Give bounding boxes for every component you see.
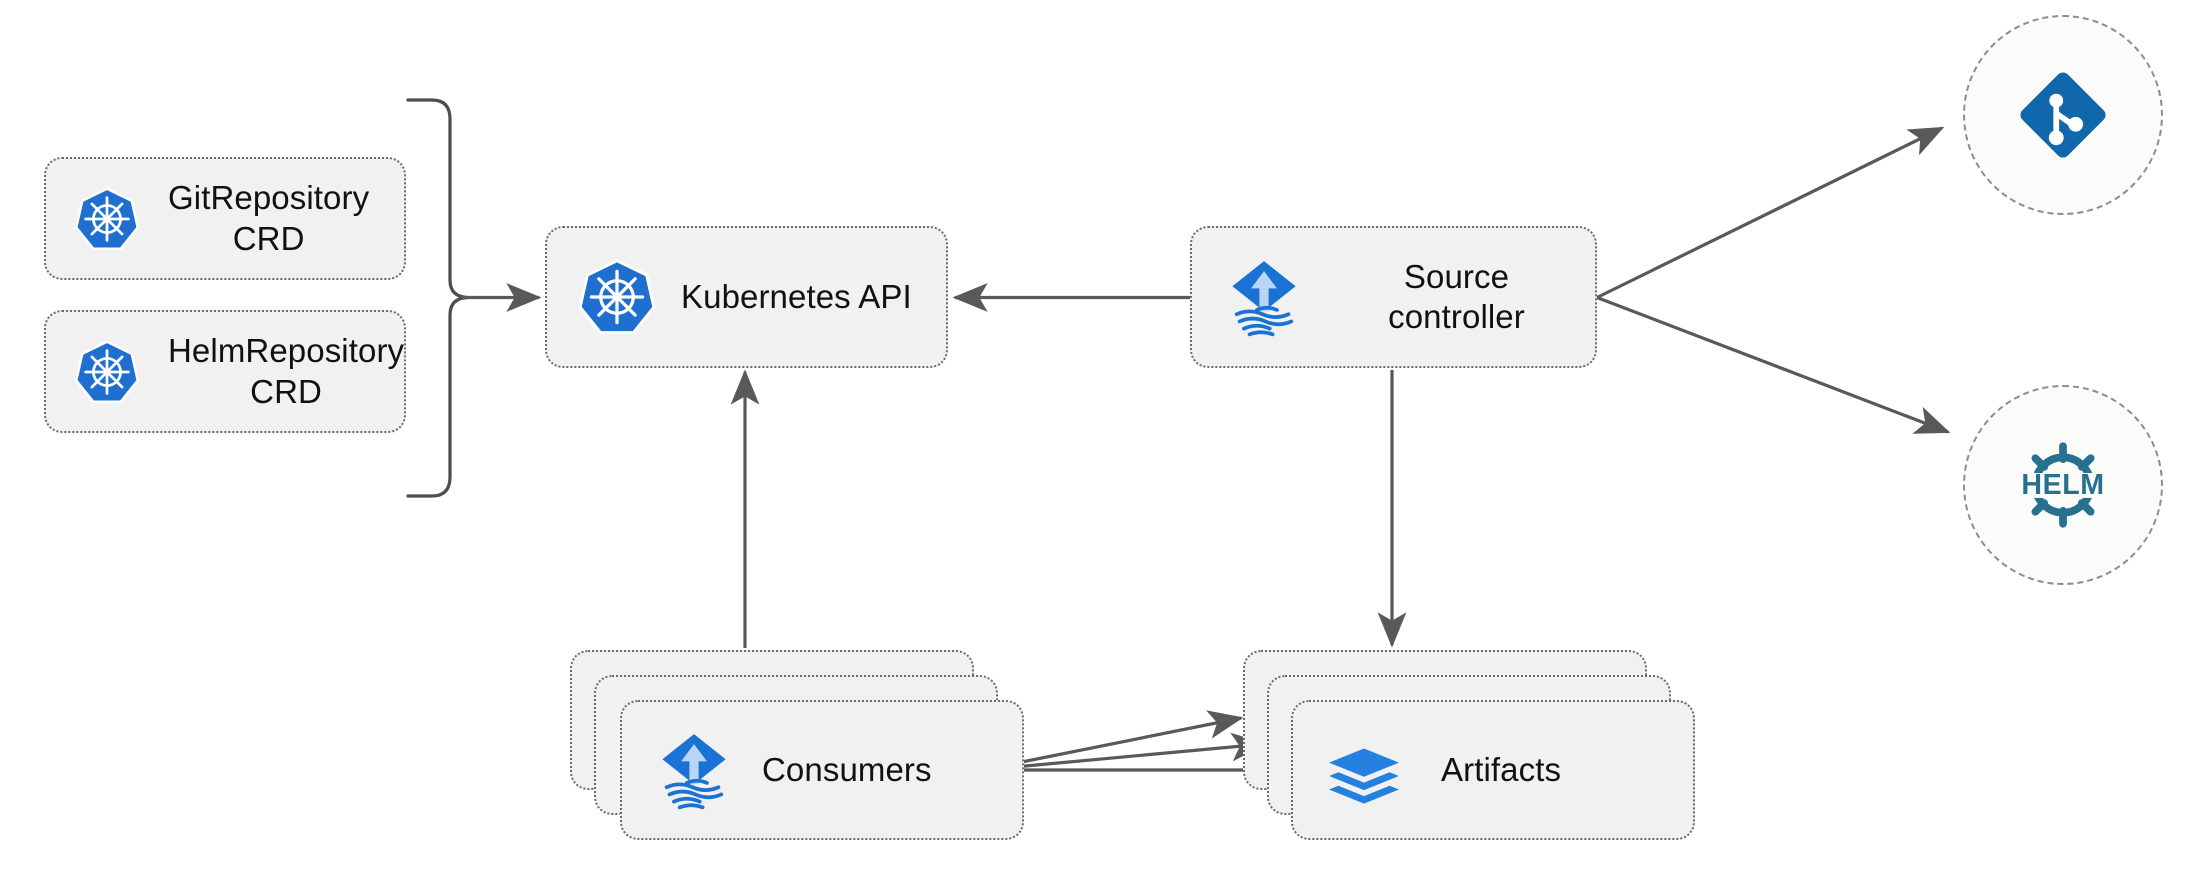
svg-text:HELM: HELM [2021,469,2104,501]
source-controller-label: Source controller [1388,257,1525,335]
consumers-node[interactable]: Consumers [620,700,1024,840]
kubernetes-api-label: Kubernetes API [681,277,912,315]
kubernetes-api-node[interactable]: Kubernetes API [545,226,948,368]
consumers-label: Consumers [762,750,932,788]
helm-external-node[interactable]: HELM [1963,385,2163,585]
artifacts-label: Artifacts [1441,750,1562,788]
git-repository-crd-card[interactable]: GitRepository CRD [44,157,406,280]
artifacts-node[interactable]: Artifacts [1291,700,1695,840]
flux-icon [1218,251,1310,343]
crd-group-bracket [406,98,469,498]
edge-source-to-git [1596,126,1945,299]
kubernetes-icon [575,255,659,339]
edge-consumers-to-artifacts-2 [981,732,1267,772]
git-repository-crd-label: GitRepository CRD [168,179,370,257]
helm-repository-crd-card[interactable]: HelmRepository CRD [44,310,406,433]
edge-source-to-helm [1596,296,1951,434]
git-icon [2009,61,2117,169]
flux-icon [648,724,740,816]
helm-repository-crd-label: HelmRepository CRD [168,332,405,410]
kubernetes-icon [72,337,142,407]
helm-icon: HELM [2004,426,2122,544]
git-external-node[interactable] [1963,15,2163,215]
source-controller-node[interactable]: Source controller [1190,226,1597,368]
kubernetes-icon [72,184,142,254]
layers-icon [1321,727,1407,813]
